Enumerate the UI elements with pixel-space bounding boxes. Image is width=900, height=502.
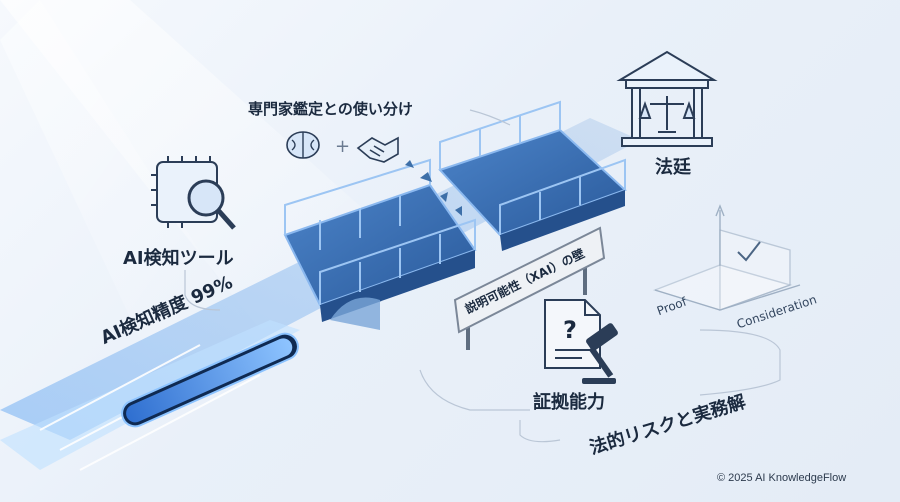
check-icon — [737, 241, 761, 262]
accuracy-progress-bar — [121, 332, 299, 428]
svg-text:?: ? — [563, 316, 577, 344]
expert-usage-label: 専門家鑑定との使い分け — [248, 100, 413, 118]
plus-icon: + — [335, 136, 350, 157]
courthouse-scales-icon — [616, 50, 718, 147]
gavel-icon — [582, 323, 618, 384]
bridge-break-fragments — [405, 160, 462, 216]
bridge-right — [438, 100, 627, 251]
connector-lines — [184, 109, 781, 443]
proof-consideration-axes — [652, 204, 801, 311]
evidence-label: 証拠能力 — [533, 392, 605, 413]
light-beam — [0, 0, 250, 360]
document-question-icon: ? — [544, 299, 601, 369]
bridge-left — [283, 158, 477, 330]
handshake-icon — [356, 136, 399, 163]
ai-chip-magnifier-icon — [151, 156, 236, 230]
xai-wall-sign — [453, 226, 606, 350]
ai-tool-label: AI検知ツール — [123, 248, 234, 269]
court-label: 法廷 — [655, 157, 691, 178]
brain-icon — [286, 131, 320, 159]
copyright-text: © 2025 AI KnowledgeFlow — [717, 472, 847, 484]
